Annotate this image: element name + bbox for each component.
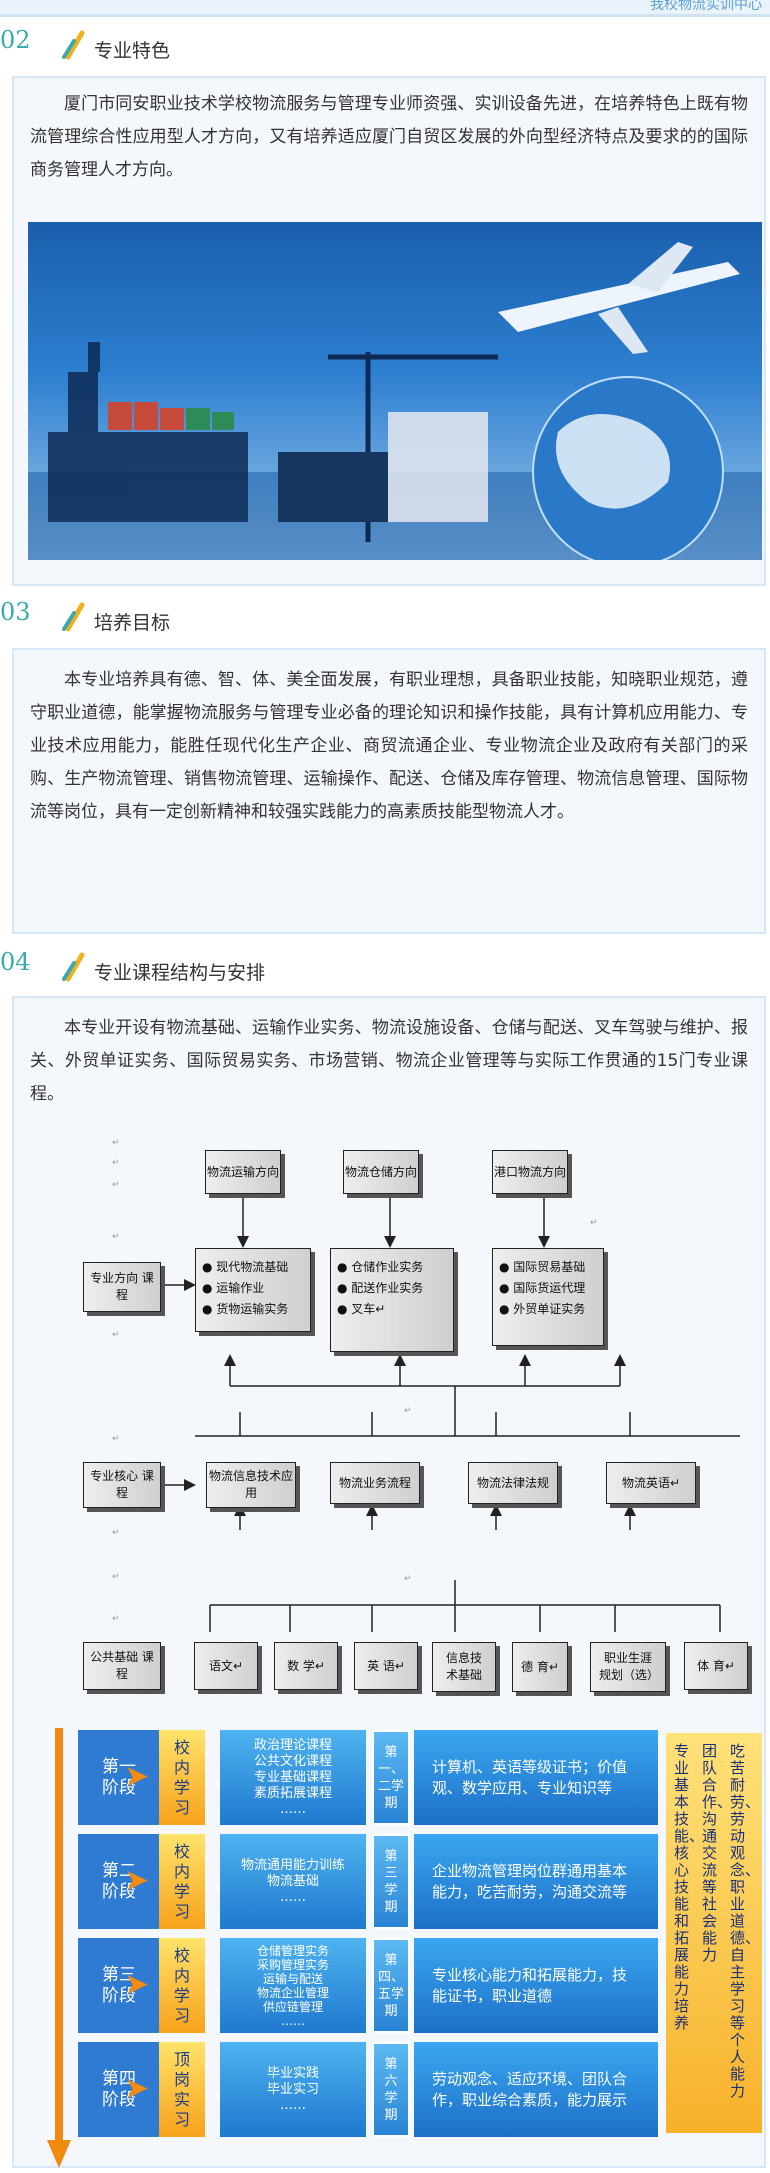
direction-title-port: 港口物流方向 (492, 1150, 568, 1194)
direction-courses-storage: ● 仓储作业实务 ● 配送作业实务 ● 叉车↵ (330, 1248, 454, 1352)
competency-social: 团队合作、沟通交流等社会能力 (702, 1742, 733, 1964)
stage-courses: 物流通用能力训练 物流基础 …… (220, 1834, 366, 1929)
public-course: 语文↵ (194, 1642, 258, 1690)
public-course: 英 语↵ (354, 1642, 418, 1690)
public-course: 信息技术基础 (432, 1642, 496, 1692)
goal-box: 本专业培养具有德、智、体、美全面发展，有职业理想，具备职业技能，知晓职业规范，遵… (12, 648, 766, 934)
stage-description: 专业核心能力和拓展能力，技能证书，职业道德 (414, 1938, 658, 2033)
stage-place: 校内学习 (159, 1938, 205, 2033)
stage-description: 计算机、英语等级证书；价值观、数学应用、专业知识等 (414, 1730, 658, 1825)
section-number: 04 (0, 948, 31, 976)
section-number: 03 (0, 598, 31, 626)
return-mark: ↵ (112, 1158, 120, 1168)
competency-skills: 专业基本技能、核心技能和拓展能力培养 (674, 1742, 705, 2032)
stage-description: 企业物流管理岗位群通用基本能力，吃苦耐劳，沟通交流等 (414, 1834, 658, 1929)
stage-courses: 毕业实践 毕业实习 …… (220, 2042, 366, 2137)
stage-label: 第一阶段 (78, 1730, 160, 1825)
return-mark: ↵ (112, 1138, 120, 1148)
return-mark: ↵ (112, 1572, 120, 1582)
section-title: 专业课程结构与安排 (94, 962, 266, 984)
section-header-04: 04 专业课程结构与安排 (0, 948, 770, 988)
top-banner-text: 我校物流实训中心 (650, 0, 762, 13)
public-course: 职业生涯规划（选） (590, 1642, 666, 1692)
course-item: ● 配送作业实务 (337, 1281, 424, 1295)
stage-place: 顶岗实习 (159, 2042, 205, 2137)
stage-courses: 政治理论课程 公共文化课程 专业基础课程 素质拓展课程 …… (220, 1730, 366, 1825)
public-course: 数 学↵ (274, 1642, 338, 1690)
arrow-right-icon: ➤ (124, 2071, 150, 2106)
return-mark: ↵ (112, 1232, 120, 1242)
pen-icon (62, 602, 85, 632)
course-item: ● 货物运输实务 (202, 1302, 289, 1316)
return-mark: ↵ (404, 1406, 412, 1416)
direction-course-label: 专业方向 课 程 (83, 1262, 161, 1312)
core-course: 物流业务流程 (330, 1462, 420, 1504)
direction-title-storage: 物流仓储方向 (343, 1150, 419, 1194)
course-item: ● 运输作业 (202, 1281, 265, 1295)
section-title: 培养目标 (94, 612, 171, 634)
direction-title-transport: 物流运输方向 (205, 1150, 281, 1194)
stage-courses: 仓储管理实务 采购管理实务 运输与配送 物流企业管理 供应链管理 …… (220, 1938, 366, 2033)
arrow-right-icon: ➤ (124, 1863, 150, 1898)
stage-label: 第三阶段 (78, 1938, 160, 2033)
section-title: 专业特色 (94, 40, 171, 62)
return-mark: ↵ (112, 1330, 120, 1340)
core-course: 物流信息技术应用 (206, 1462, 296, 1508)
top-banner: 我校物流实训中心 (0, 0, 770, 17)
feature-paragraph: 厦门市同安职业技术学校物流服务与管理专业师资强、实训设备先进，在培养特色上既有物… (30, 94, 748, 180)
direction-courses-port: ● 国际贸易基础 ● 国际货运代理 ● 外贸单证实务 (492, 1248, 604, 1346)
return-mark: ↵ (112, 1528, 120, 1538)
core-course: 物流英语↵ (606, 1462, 696, 1504)
direction-courses-transport: ● 现代物流基础 ● 运输作业 ● 货物运输实务 (195, 1248, 311, 1332)
competency-summary: 吃苦耐劳、劳动观念、职业道德、自主学习等个人能力 团队合作、沟通交流等社会能力 … (666, 1733, 762, 2133)
stage-label: 第四阶段 (78, 2042, 160, 2137)
course-paragraph: 本专业开设有物流基础、运输作业实务、物流设施设备、仓储与配送、叉车驾驶与维护、报… (30, 1018, 748, 1104)
section-header-02: 02 专业特色 (0, 26, 770, 66)
stage-label: 第二阶段 (78, 1834, 160, 1929)
return-mark: ↵ (112, 1180, 120, 1190)
pen-icon (62, 30, 85, 60)
stage-term: 第六学期 (372, 2042, 410, 2137)
stage-term: 第三学期 (372, 1834, 410, 1929)
course-item: ● 外贸单证实务 (499, 1302, 586, 1316)
core-course: 物流法律法规 (468, 1462, 558, 1504)
core-course-label: 专业核心 课 程 (83, 1462, 161, 1508)
return-mark: ↵ (590, 1218, 598, 1228)
course-item: ● 仓储作业实务 (337, 1260, 424, 1274)
return-mark: ↵ (112, 1434, 120, 1444)
goal-paragraph: 本专业培养具有德、智、体、美全面发展，有职业理想，具备职业技能，知晓职业规范，遵… (30, 670, 748, 822)
course-item: ● 国际货运代理 (499, 1281, 586, 1295)
section-header-03: 03 培养目标 (0, 598, 770, 638)
stage-term: 第一、二学期 (372, 1730, 410, 1825)
course-item: ● 国际贸易基础 (499, 1260, 586, 1274)
stage-description: 劳动观念、适应环境、团队合作，职业综合素质，能力展示 (414, 2042, 658, 2137)
return-mark: ↵ (112, 1614, 120, 1624)
pen-icon (62, 952, 85, 982)
section-number: 02 (0, 26, 31, 54)
stage-place: 校内学习 (159, 1834, 205, 1929)
course-item: ● 叉车↵ (337, 1302, 386, 1316)
public-course: 德 育↵ (512, 1642, 568, 1692)
course-item: ● 现代物流基础 (202, 1260, 289, 1274)
return-mark: ↵ (404, 1574, 412, 1584)
logistics-photo (28, 222, 762, 560)
arrow-right-icon: ➤ (124, 1967, 150, 2002)
stage-place: 校内学习 (159, 1730, 205, 1825)
arrow-right-icon: ➤ (124, 1759, 150, 1794)
competency-personal: 吃苦耐劳、劳动观念、职业道德、自主学习等个人能力 (730, 1742, 761, 2100)
public-course-label: 公共基础 课 程 (83, 1642, 161, 1690)
stage-term: 第四、五学期 (372, 1938, 410, 2033)
public-course: 体 育↵ (684, 1642, 748, 1690)
